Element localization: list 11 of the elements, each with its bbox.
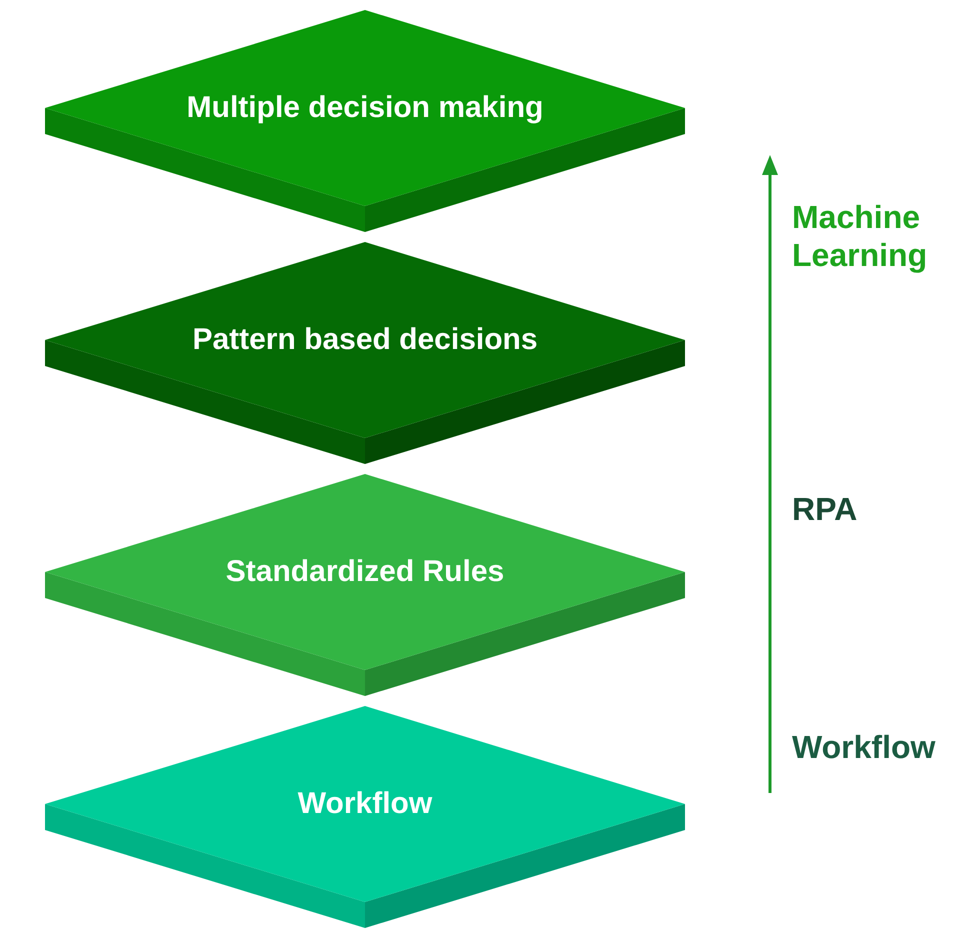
layer-plate — [45, 706, 685, 928]
layer-label: Pattern based decisions — [191, 323, 539, 357]
layer-label: Multiple decision making — [186, 91, 544, 125]
layer-plate — [45, 10, 685, 232]
layer-plate — [45, 474, 685, 696]
layer-label: Workflow — [296, 787, 434, 821]
axis-label: Workflow — [792, 728, 936, 766]
axis-label: Machine Learning — [792, 198, 928, 274]
axis-label: RPA — [792, 490, 858, 528]
layer-label: Standardized Rules — [224, 555, 506, 589]
layer-plate — [45, 242, 685, 464]
